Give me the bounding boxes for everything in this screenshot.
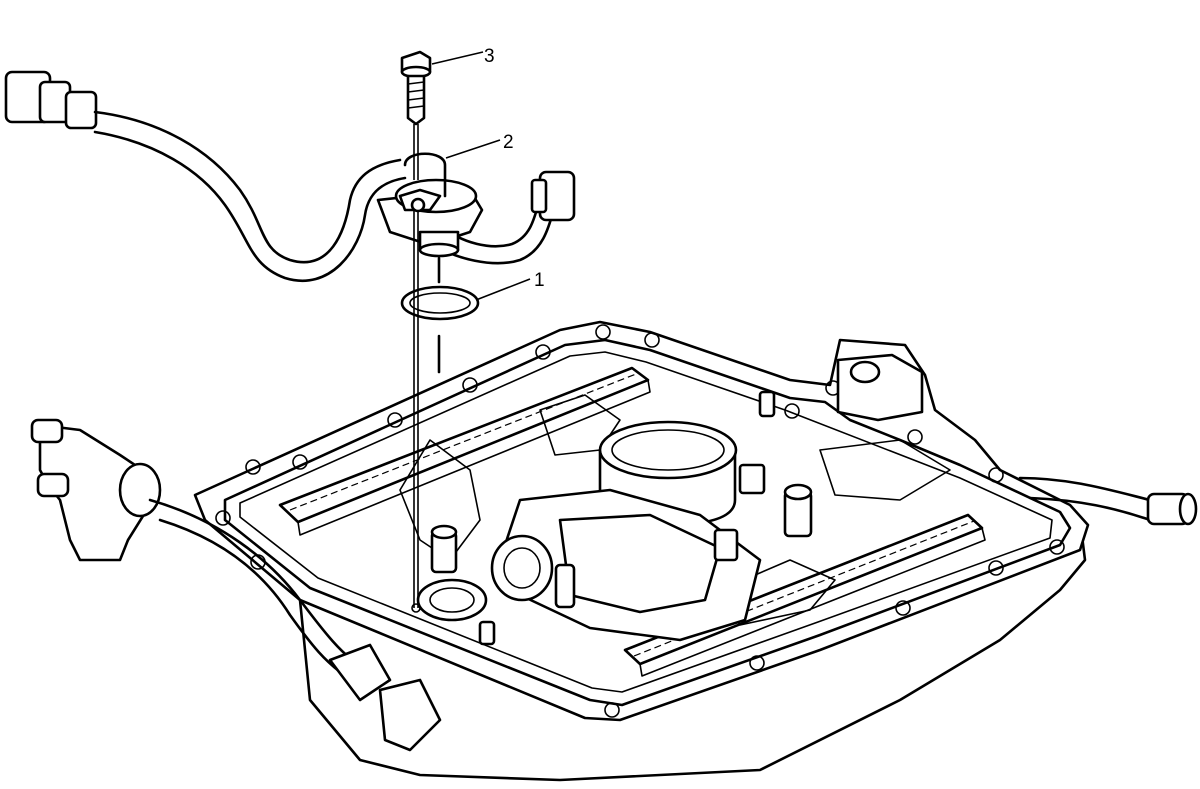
o-ring-part-1 <box>400 285 480 374</box>
sensor-part-2 <box>376 152 484 284</box>
callout-label-2: 2 <box>503 132 514 153</box>
bolt-part-3 <box>400 50 432 126</box>
sensor-wiring-harness <box>4 70 576 282</box>
callout-leaders <box>431 51 531 301</box>
right-hose <box>1018 476 1198 526</box>
alignment-lines <box>413 124 419 608</box>
throttle-body <box>490 420 766 642</box>
purge-valve-and-hose <box>30 418 442 752</box>
callout-label-3: 3 <box>484 46 495 67</box>
callout-label-1: 1 <box>534 270 545 291</box>
